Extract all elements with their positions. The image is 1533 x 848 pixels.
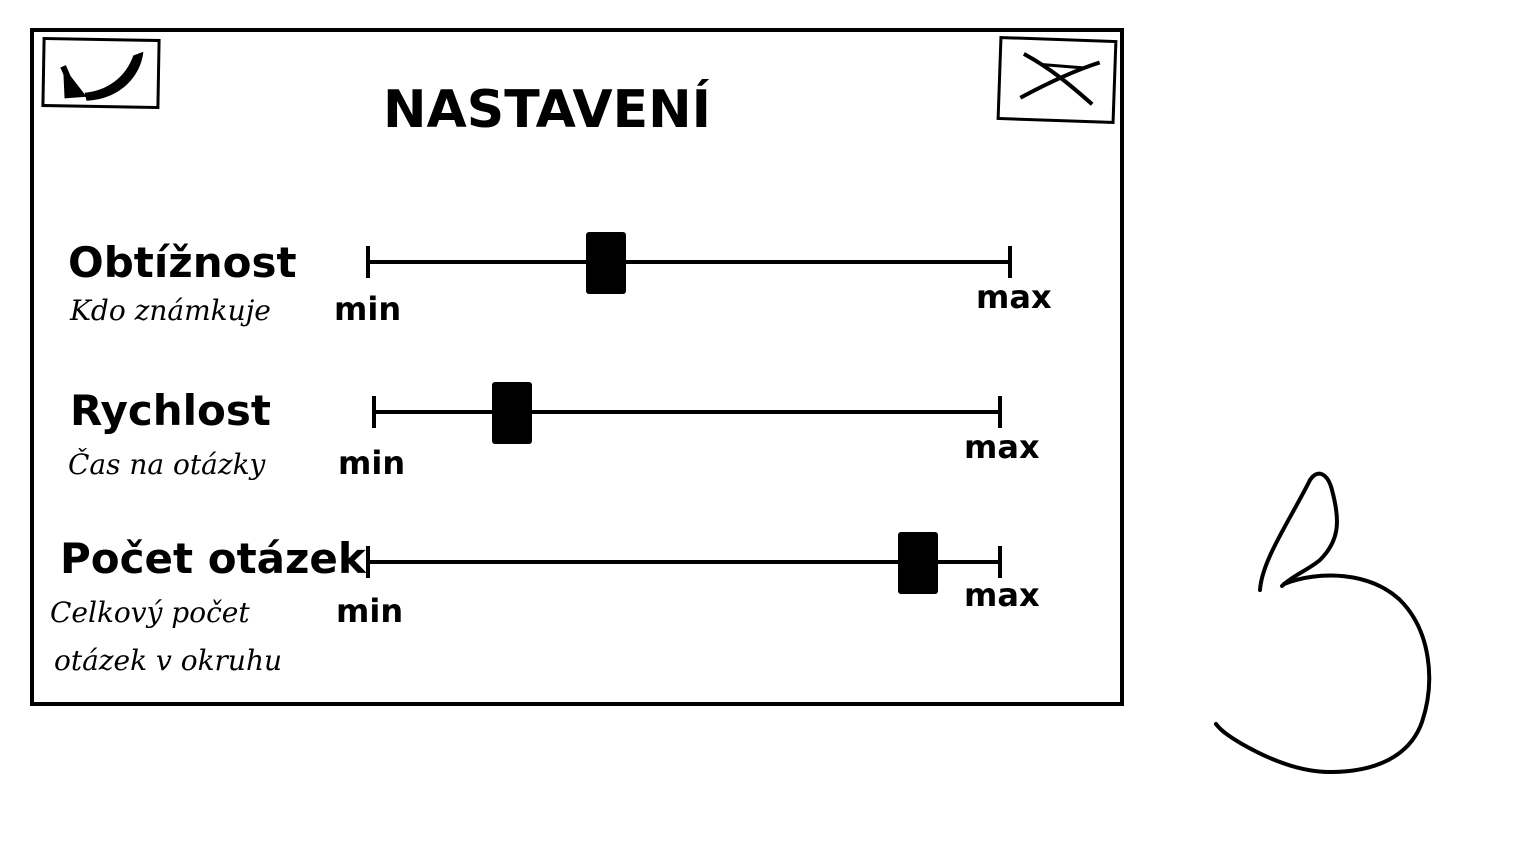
speed-label: Rychlost: [70, 386, 271, 435]
speed-max-label: max: [964, 428, 1040, 466]
question-count-description: Celkový počet: [50, 596, 250, 629]
slider-max-tick: [998, 546, 1002, 578]
pointer-doodle-icon: [1214, 471, 1432, 775]
slider-track: [368, 260, 1010, 264]
question-count-max-label: max: [964, 576, 1040, 614]
speed-min-label: min: [338, 444, 406, 482]
question-count-slider[interactable]: [366, 532, 1002, 594]
slider-min-tick: [366, 546, 370, 578]
slider-thumb[interactable]: [897, 532, 938, 594]
settings-window: NASTAVENÍ Obtížnost Kdo známkuje min max…: [30, 28, 1124, 706]
page-title: NASTAVENÍ: [383, 80, 711, 140]
close-x-icon: [1019, 52, 1101, 106]
close-button[interactable]: [996, 35, 1118, 125]
back-button[interactable]: [41, 36, 161, 110]
slider-max-tick: [1008, 246, 1012, 278]
slider-min-tick: [372, 396, 376, 428]
slider-max-tick: [998, 396, 1002, 428]
slider-thumb[interactable]: [491, 382, 532, 444]
difficulty-slider[interactable]: [366, 232, 1012, 294]
question-count-min-label: min: [336, 592, 404, 630]
question-count-description-line2: otázek v okruhu: [54, 644, 283, 677]
back-arrow-icon: [60, 51, 144, 101]
question-count-label: Počet otázek: [60, 534, 366, 583]
difficulty-description: Kdo známkuje: [70, 294, 271, 327]
slider-min-tick: [366, 246, 370, 278]
difficulty-min-label: min: [334, 290, 402, 328]
slider-track: [374, 410, 1000, 414]
slider-track: [368, 560, 1000, 564]
difficulty-max-label: max: [976, 278, 1052, 316]
difficulty-label: Obtížnost: [68, 238, 297, 287]
speed-slider[interactable]: [372, 382, 1002, 444]
slider-thumb[interactable]: [585, 232, 626, 294]
speed-description: Čas na otázky: [68, 448, 266, 481]
